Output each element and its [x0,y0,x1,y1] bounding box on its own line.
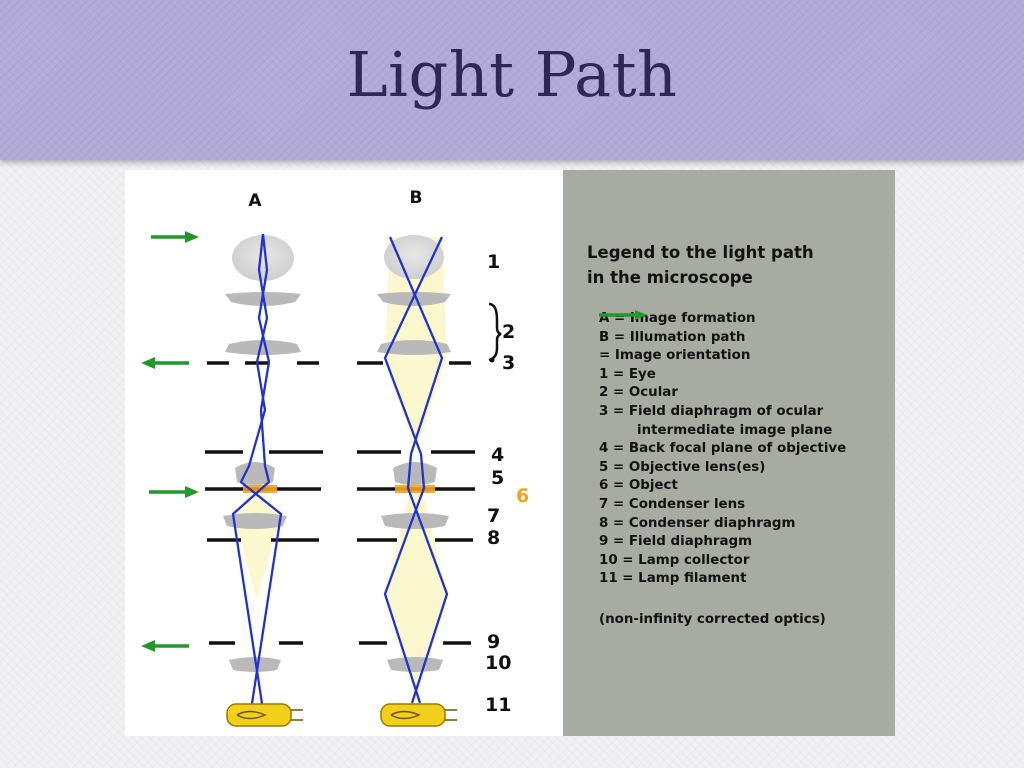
number-3: 3 [502,352,515,374]
legend-item: 6 = Object [599,477,895,496]
rays-column-b [383,236,449,704]
legend-item: 4 = Back focal plane of objective [599,440,895,459]
light-path-figure: A B [125,170,895,736]
green-arrow-icon [151,231,199,243]
legend-item: 11 = Lamp filament [599,570,895,589]
green-arrow-icon [149,486,199,498]
number-7: 7 [487,505,500,527]
slide-title: Light Path [346,38,678,111]
legend-item: = Image orientation [599,310,895,366]
legend-title-line-1: Legend to the light path [587,243,814,262]
legend-item-text: B = Illumation path [599,329,746,345]
legend-item: 3 = Field diaphragm of ocular [599,403,895,422]
eye-lens-icon [384,235,444,279]
legend-item-text: 2 = Ocular [599,385,678,401]
legend-item-text: intermediate image plane [637,422,833,438]
legend-item: 1 = Eye [599,366,895,385]
number-4: 4 [491,444,504,466]
number-1: 1 [487,251,500,273]
legend-item-text: 3 = Field diaphragm of ocular [599,403,824,419]
number-8: 8 [487,527,500,549]
legend-item-text: 8 = Condenser diaphragm [599,515,796,531]
legend-panel: Legend to the light path in the microsco… [563,170,895,736]
bracket-dot [489,357,495,363]
green-arrow-icon [141,640,189,652]
legend-item: 9 = Field diaphragm [599,533,895,552]
legend-item-text: 5 = Objective lens(es) [599,459,766,475]
legend-item: 2 = Ocular [599,384,895,403]
rays-column-a [231,233,283,711]
number-10: 10 [485,652,511,674]
legend-note: (non-infinity corrected optics) [599,612,826,627]
green-arrow-icon [599,310,647,320]
green-arrow-icon [141,357,189,369]
legend-item-text: 7 = Condenser lens [599,496,746,512]
eye-lens-icon [232,235,294,281]
column-label-b: B [410,188,423,208]
legend-item: 10 = Lamp collector [599,552,895,571]
objective-lens-b [393,462,437,485]
legend-item: intermediate image plane [599,422,895,441]
legend-item: 5 = Objective lens(es) [599,459,895,478]
light-path-diagram: A B [141,188,529,727]
legend-title: Legend to the light path in the microsco… [587,240,887,290]
legend-item-text: 9 = Field diaphragm [599,534,753,550]
number-9: 9 [487,631,500,653]
legend-item-text: 1 = Eye [599,366,656,382]
legend-item: B = Illumation path [599,329,895,348]
legend-title-line-2: in the microscope [587,268,753,287]
legend-item: 7 = Condenser lens [599,496,895,515]
column-label-a: A [248,191,262,211]
legend-item-text: 6 = Object [599,478,678,494]
field-lens-b [377,340,451,355]
legend-item-text: 4 = Back focal plane of objective [599,441,847,457]
legend-item-text: 11 = Lamp filament [599,571,747,587]
slide-header: Light Path [0,0,1024,160]
number-11: 11 [485,694,511,716]
number-6: 6 [516,485,529,507]
lamp-filament-icon [380,703,457,727]
legend-item: 8 = Condenser diaphragm [599,515,895,534]
collector-lens-b [387,657,443,672]
object-marker-b [395,485,435,493]
legend-item-text: = Image orientation [599,348,751,364]
lamp-filament-icon [226,703,303,727]
field-lens-a [225,340,301,355]
number-2: 2 [502,321,515,343]
number-5: 5 [491,467,504,489]
condenser-lens-a [223,513,287,529]
bracket-icon [488,302,502,362]
legend-item-text: 10 = Lamp collector [599,552,750,568]
condenser-lens-b [381,513,449,529]
